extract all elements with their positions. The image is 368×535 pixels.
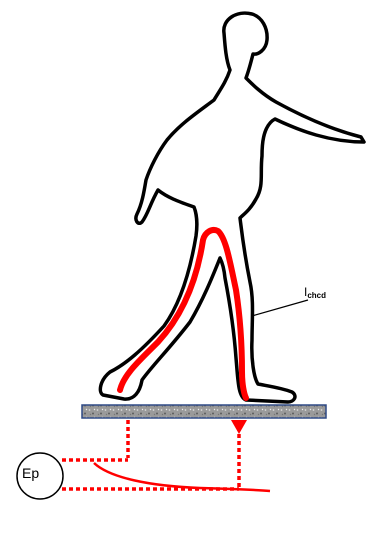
current-label: Ichcd <box>304 285 326 300</box>
current-path-legs <box>120 230 246 398</box>
person-silhouette-outline <box>100 13 364 402</box>
down-arrow-icon <box>231 420 247 434</box>
floor-plate <box>82 405 326 418</box>
potential-curve <box>94 463 270 491</box>
ep-label: Ep <box>22 465 39 481</box>
current-label-subscript: chcd <box>307 291 326 300</box>
current-label-pointer <box>252 300 308 316</box>
